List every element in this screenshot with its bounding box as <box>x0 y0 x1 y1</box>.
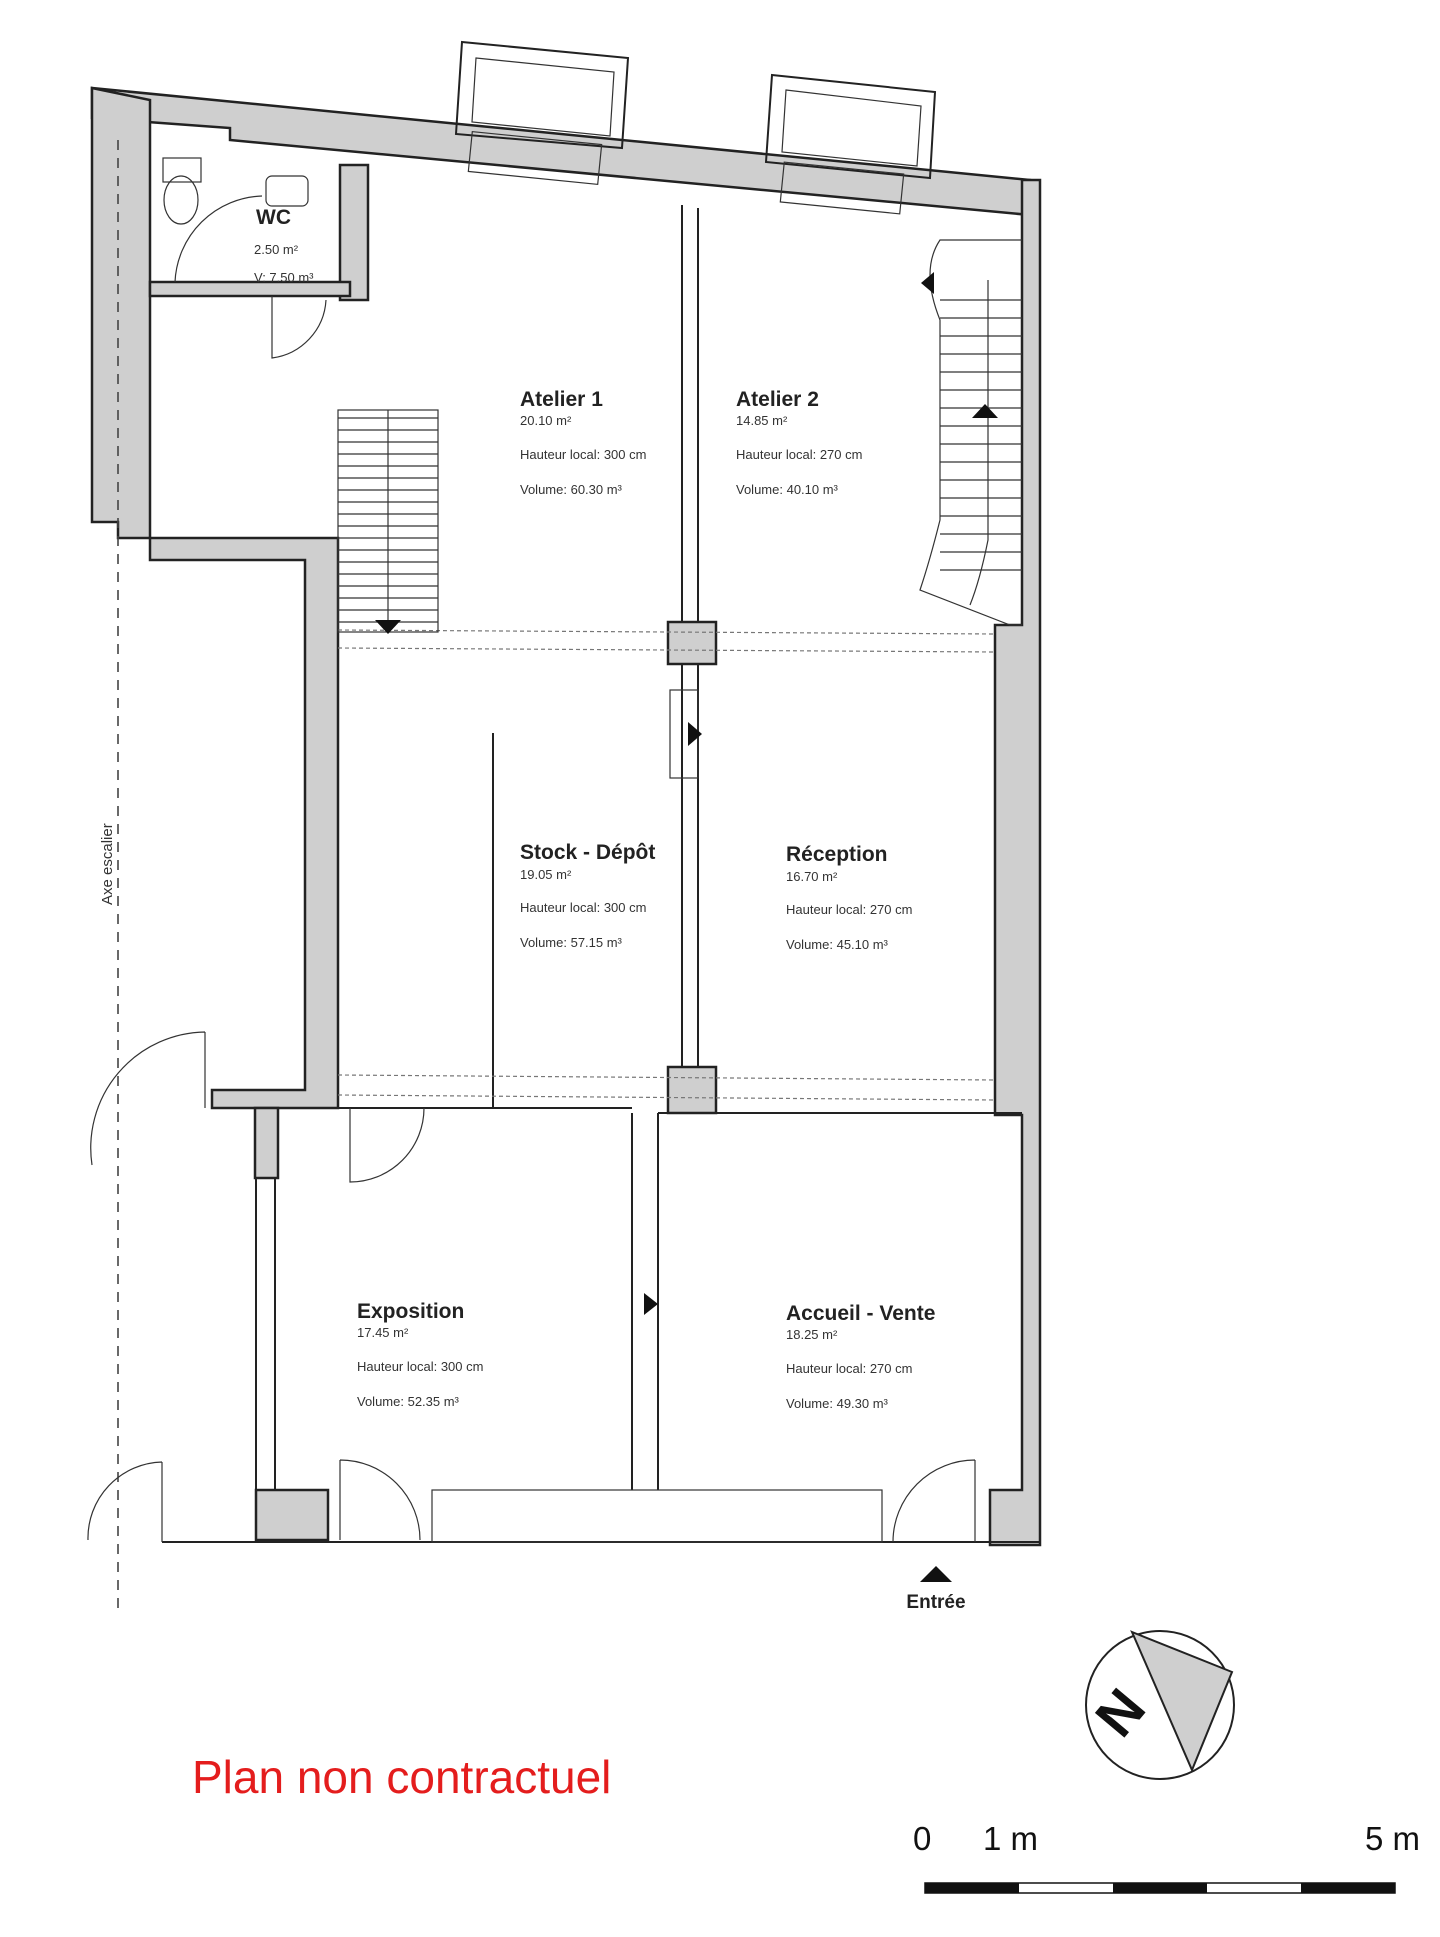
room-exposition-name: Exposition <box>357 1300 464 1323</box>
room-accueil-volume: Volume: 49.30 m³ <box>786 1396 889 1411</box>
scale-bar: 0 1 m 5 m <box>913 1820 1420 1894</box>
room-stock-volume: Volume: 57.15 m³ <box>520 935 623 950</box>
room-atelier1-volume: Volume: 60.30 m³ <box>520 482 623 497</box>
room-exposition-volume: Volume: 52.35 m³ <box>357 1394 460 1409</box>
exposition-left-post <box>253 1106 280 1180</box>
room-accueil-area: 18.25 m² <box>786 1327 838 1342</box>
disclaimer-text: Plan non contractuel <box>192 1751 611 1803</box>
room-reception: Réception 16.70 m² Hauteur local: 270 cm… <box>786 843 912 952</box>
column-bottom-left <box>254 1488 330 1542</box>
stairs-left <box>337 409 439 634</box>
room-atelier2-name: Atelier 2 <box>736 388 819 411</box>
window-frame-right <box>779 161 905 215</box>
door-arrow-reception-icon <box>688 722 702 746</box>
room-atelier2-volume: Volume: 40.10 m³ <box>736 482 839 497</box>
doors <box>87 689 976 1543</box>
room-accueil-height: Hauteur local: 270 cm <box>786 1361 912 1376</box>
room-atelier2: Atelier 2 14.85 m² Hauteur local: 270 cm… <box>736 388 862 497</box>
room-stock-area: 19.05 m² <box>520 867 572 882</box>
entrance-label: Entrée <box>906 1592 965 1613</box>
stock-left-wall <box>148 536 340 1110</box>
room-stock-name: Stock - Dépôt <box>520 841 655 864</box>
scale-five: 5 m <box>1365 1820 1420 1857</box>
stair-steps-right <box>940 299 1022 571</box>
column-center-upper <box>666 620 718 666</box>
bay-windows <box>454 40 937 215</box>
door-left-outside <box>90 1031 206 1166</box>
wc-right-wall <box>338 163 370 302</box>
wc-door-swing-2 <box>271 296 327 359</box>
room-atelier1-area: 20.10 m² <box>520 413 572 428</box>
bay-window-left <box>454 40 630 150</box>
room-atelier1-height: Hauteur local: 300 cm <box>520 447 646 462</box>
room-exposition-height: Hauteur local: 300 cm <box>357 1359 483 1374</box>
room-reception-volume: Volume: 45.10 m³ <box>786 937 889 952</box>
stair-arrow-up-icon <box>972 404 998 418</box>
door-left-bottom <box>87 1461 163 1542</box>
room-reception-name: Réception <box>786 843 888 866</box>
room-atelier2-area: 14.85 m² <box>736 413 788 428</box>
room-accueil-name: Accueil - Vente <box>786 1302 935 1325</box>
room-wc-area: 2.50 m² <box>254 242 299 257</box>
room-stock-height: Hauteur local: 300 cm <box>520 900 646 915</box>
door-exposition <box>339 1459 421 1541</box>
room-atelier1: Atelier 1 20.10 m² Hauteur local: 300 cm… <box>520 388 646 497</box>
room-stock: Stock - Dépôt 19.05 m² Hauteur local: 30… <box>520 841 655 950</box>
entrance-marker: Entrée <box>906 1566 966 1613</box>
entrance-arrow-icon <box>920 1566 952 1582</box>
stair-axis-label: Axe escalier <box>99 823 116 905</box>
compass-needle-icon <box>1130 1630 1234 1773</box>
stair-arrow-down-icon <box>375 620 401 634</box>
stair-steps-left <box>338 417 438 623</box>
scale-one: 1 m <box>983 1820 1038 1857</box>
outer-walls <box>90 86 1042 1547</box>
stair-arrow-left-icon <box>921 272 934 294</box>
room-wc-volume: V: 7.50 m³ <box>254 270 314 285</box>
display-window <box>431 1489 883 1543</box>
room-reception-area: 16.70 m² <box>786 869 838 884</box>
partitions <box>117 140 1040 1610</box>
bay-window-right <box>764 73 937 180</box>
room-atelier1-name: Atelier 1 <box>520 388 603 411</box>
top-wall <box>90 86 1032 217</box>
wc-door-swing <box>174 195 263 283</box>
sink <box>265 175 309 207</box>
right-wall <box>988 178 1042 1547</box>
wc-wall-separator <box>148 280 352 298</box>
door-stock <box>349 1107 425 1183</box>
scale-zero: 0 <box>913 1820 931 1857</box>
toilet-tank <box>162 157 202 183</box>
room-atelier2-height: Hauteur local: 270 cm <box>736 447 862 462</box>
door-entrance <box>892 1459 976 1543</box>
north-arrow: N <box>1083 1630 1235 1780</box>
room-reception-height: Hauteur local: 270 cm <box>786 902 912 917</box>
window-frame-left <box>467 130 603 186</box>
room-wc: WC 2.50 m² V: 7.50 m³ <box>254 206 314 285</box>
left-wall-upper <box>90 86 152 540</box>
door-arrow-accueil-icon <box>644 1293 658 1315</box>
room-accueil: Accueil - Vente 18.25 m² Hauteur local: … <box>786 1302 935 1411</box>
stairs-right <box>919 239 1022 626</box>
room-exposition: Exposition 17.45 m² Hauteur local: 300 c… <box>357 1300 483 1409</box>
toilet-bowl <box>163 175 199 225</box>
wc-fixtures <box>162 157 327 359</box>
room-exposition-area: 17.45 m² <box>357 1325 409 1340</box>
column-center-lower <box>666 1065 718 1115</box>
room-wc-name: WC <box>256 206 291 229</box>
